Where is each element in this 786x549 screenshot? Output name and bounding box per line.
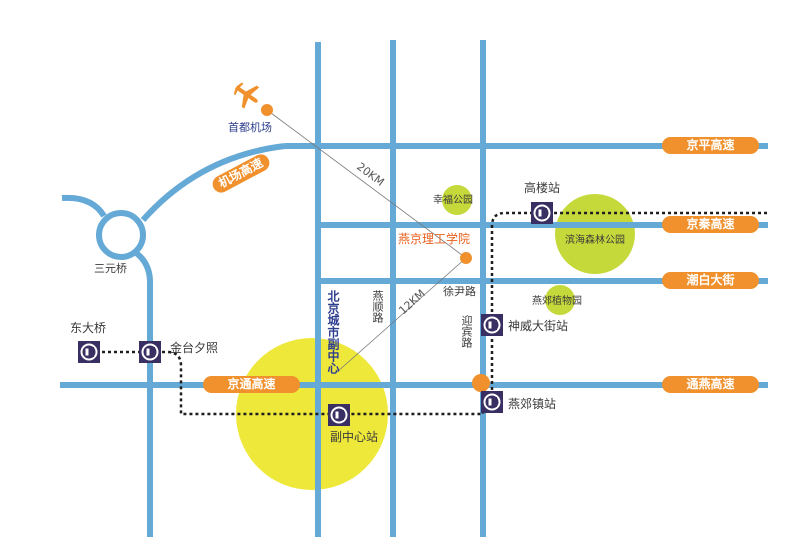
binhai-forest-park-area <box>555 194 635 274</box>
metro-line <box>90 211 768 416</box>
road-airport-expressway <box>140 143 286 222</box>
highway-label-jingqin: 京秦高速 <box>686 217 735 231</box>
airplane-icon <box>233 82 260 109</box>
label-sanyuanqiao: 三元桥 <box>94 262 127 275</box>
metro-station-icon[interactable] <box>139 341 161 363</box>
distance-label-airport: 20KM <box>354 160 386 189</box>
label-station-fuzhongxin: 副中心站 <box>330 430 379 444</box>
label-station-shenwei: 神威大街站 <box>508 319 569 333</box>
metro-station-icon[interactable] <box>481 391 503 413</box>
metro-station-icon[interactable] <box>531 202 553 224</box>
label-airport: 首都机场 <box>228 121 272 134</box>
label-binhai-park: 滨海森林公园 <box>565 235 625 246</box>
metro-station-icon[interactable] <box>481 314 503 336</box>
label-dongdaqiao: 东大桥 <box>70 321 107 335</box>
highway-badge-jingtong: 京通高速 <box>203 376 300 393</box>
label-station-yanjiaozhen: 燕郊镇站 <box>508 397 557 411</box>
highway-badge-chaobai: 潮白大街 <box>662 272 759 289</box>
distance-label-subcenter: 12KM <box>396 287 428 317</box>
label-road-yanshun: 燕顺路 <box>371 290 384 323</box>
airport-marker <box>261 104 273 116</box>
highway-badge-jingping: 京平高速 <box>662 137 759 154</box>
label-xingfu-park: 幸福公园 <box>433 195 473 206</box>
metro-station-icon[interactable] <box>328 404 350 426</box>
label-road-yingbin: 迎宾路 <box>460 315 473 348</box>
highway-badge-tongyan: 通燕高速 <box>662 376 759 393</box>
highway-label-chaobai: 潮白大街 <box>686 273 735 287</box>
xingfu-park-area <box>442 185 472 215</box>
highway-badge-jingqin: 京秦高速 <box>662 216 759 233</box>
highway-label-jingping: 京平高速 <box>686 138 735 152</box>
label-campus: 燕京理工学院 <box>398 232 471 246</box>
road-sanyuanqiao-south <box>133 249 153 283</box>
road-sanyuanqiao-ring <box>96 210 146 260</box>
highway-label-tongyan: 通燕高速 <box>686 377 735 391</box>
label-yanjiao-botanical: 燕郊植物园 <box>532 296 582 307</box>
highway-label-jingtong: 京通高速 <box>227 377 276 391</box>
interchange-marker <box>472 374 490 392</box>
station-icons <box>78 202 553 426</box>
campus-marker <box>460 252 472 264</box>
label-station-jintaixizhao: 金台夕照 <box>170 341 219 355</box>
label-road-xuyin: 徐尹路 <box>443 285 476 298</box>
label-subcenter: 北京城市副中心 <box>326 290 340 374</box>
road-sanyuanqiao-west <box>61 194 107 218</box>
label-station-gaolou: 高楼站 <box>524 181 561 195</box>
yanjiao-botanical-area <box>545 285 575 315</box>
metro-station-icon[interactable] <box>78 341 100 363</box>
distance-line-subcenter <box>336 257 467 373</box>
distance-line-airport <box>266 109 467 259</box>
